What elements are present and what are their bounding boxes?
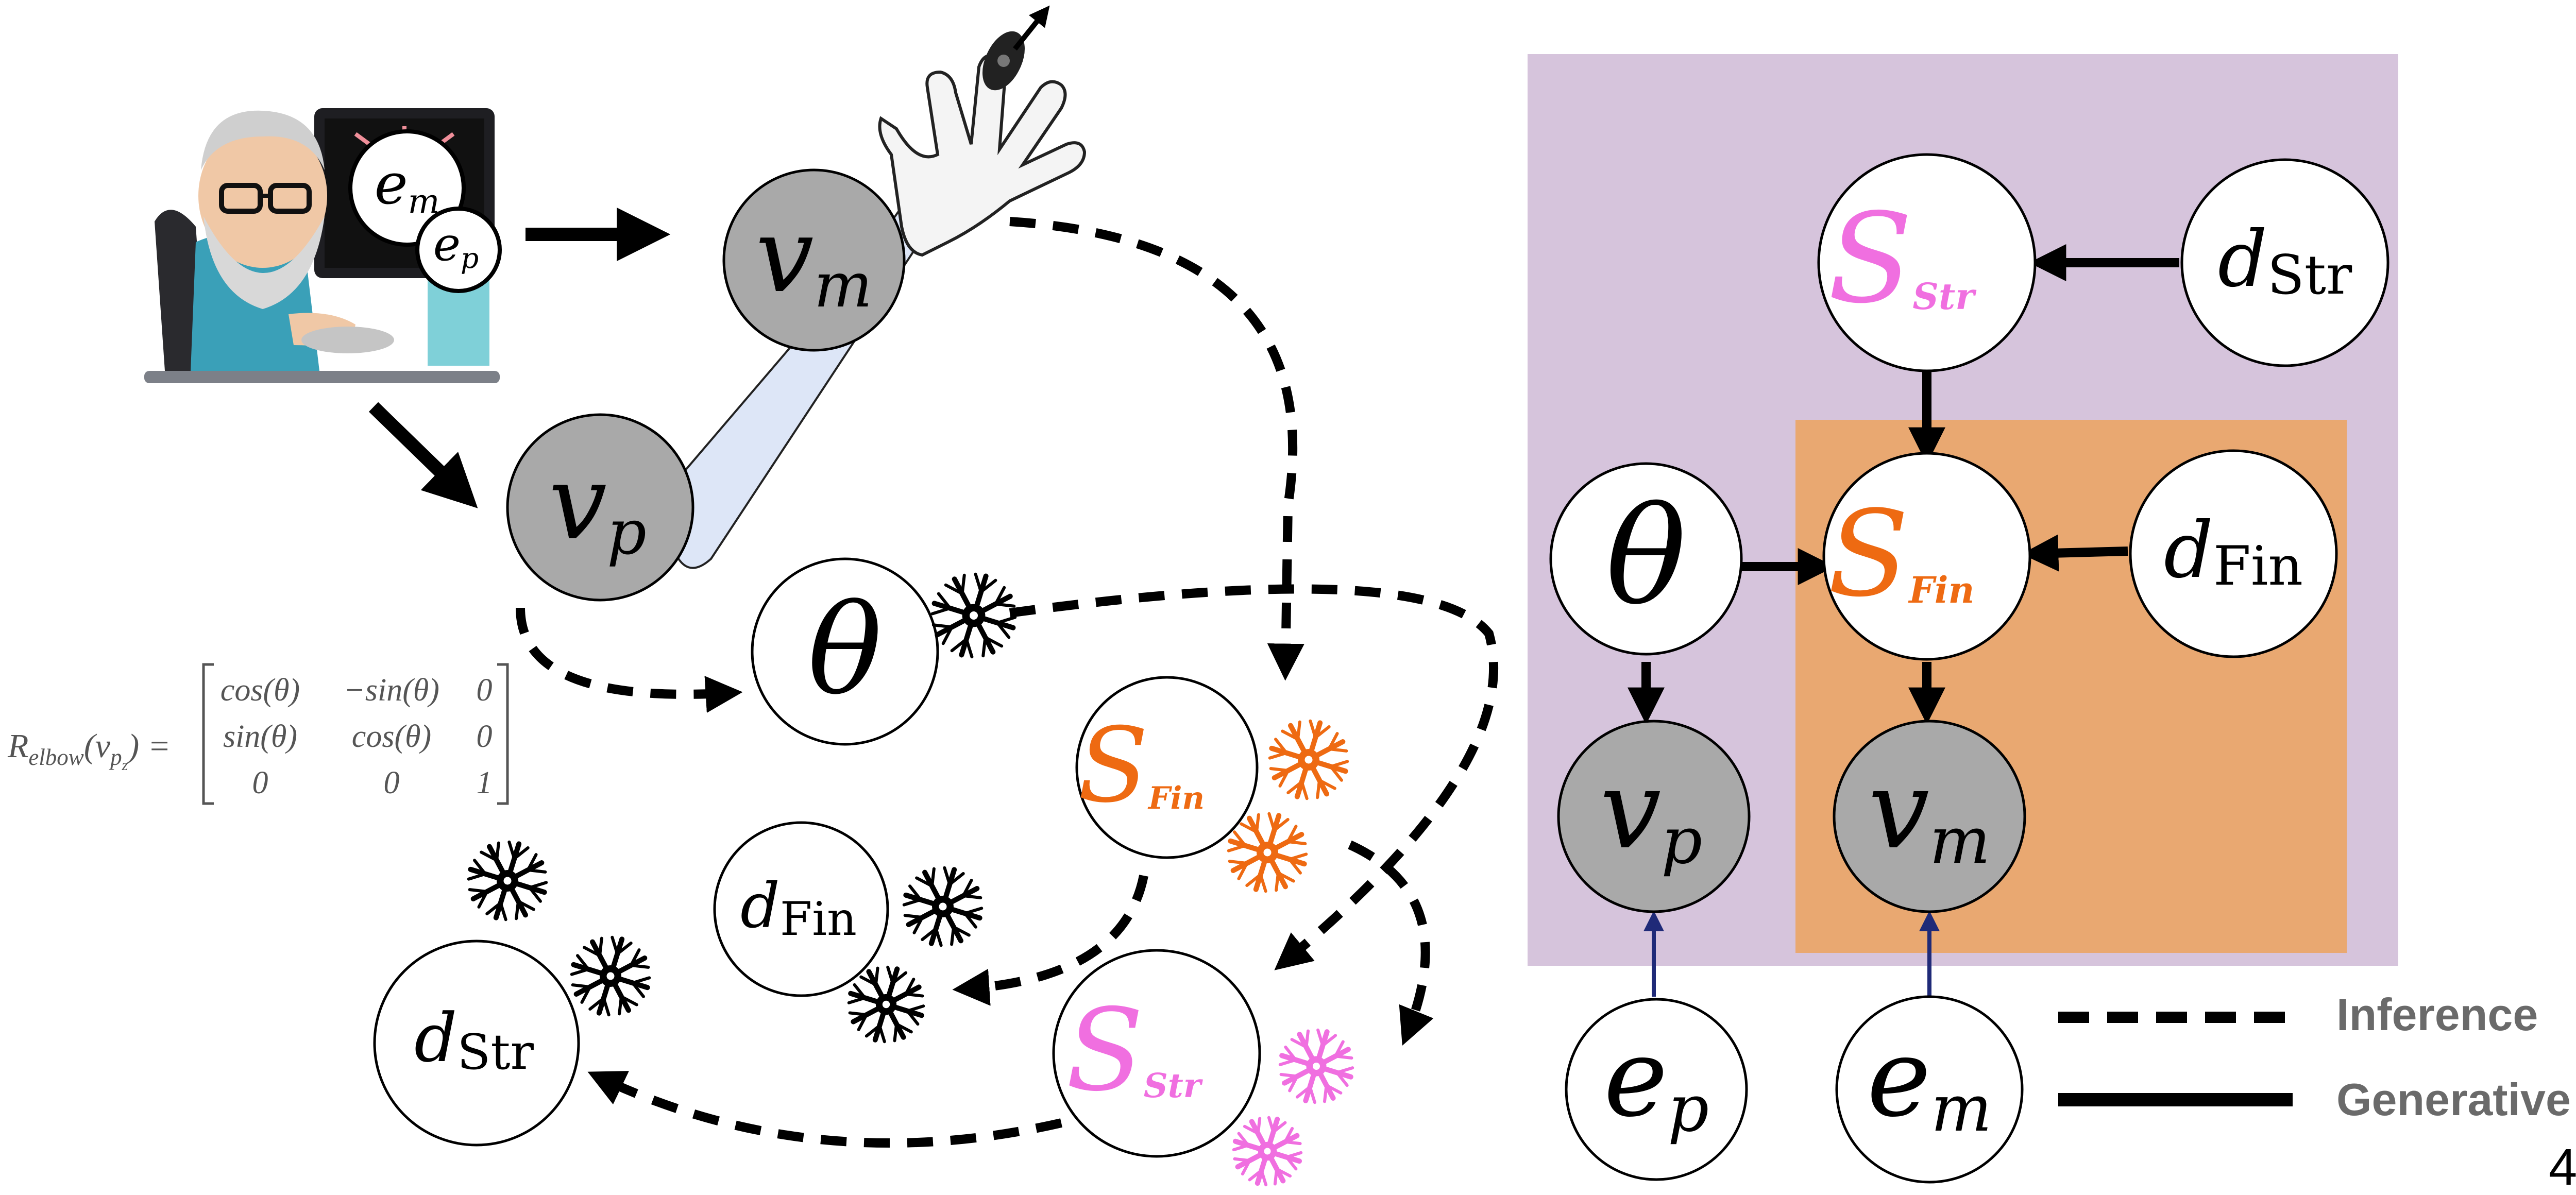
matrix-r1c2: 0 — [477, 719, 493, 754]
node-sfin-right: SFin — [1824, 453, 2030, 659]
node-dstr-left: dStr — [375, 941, 579, 1145]
rotation-matrix: Relbow(vpz) = cos(θ) −sin(θ) 0 sin(θ) co… — [7, 664, 507, 804]
node-vp-right: vp — [1558, 721, 1749, 912]
arrow-scientist-to-vp — [374, 407, 466, 497]
node-dfin-left: dFin — [715, 823, 888, 996]
node-em: em — [1837, 997, 2022, 1182]
node-vm-left: vm — [724, 170, 904, 350]
matrix-r0c2: 0 — [477, 673, 493, 708]
hand-illustration — [880, 27, 1085, 255]
node-dstr-right: dStr — [2182, 160, 2388, 366]
svg-text:θ: θ — [808, 578, 883, 722]
neuron-dfin-1-icon — [904, 868, 981, 945]
neuron-sfin-1-icon — [1270, 721, 1347, 798]
neuron-theta-icon — [933, 574, 1015, 657]
hand-direction-arrow — [1015, 10, 1046, 49]
node-dfin-right: dFin — [2130, 451, 2336, 657]
matrix-r2c1: 0 — [384, 765, 400, 800]
node-sstr-right: SStr — [1819, 155, 2035, 371]
inference-arrow-sstr-to-dstr — [598, 1077, 1061, 1143]
node-vp-left: vp — [507, 415, 693, 600]
neuron-sstr-1-icon — [1280, 1030, 1352, 1102]
node-vm-right: vm — [1834, 721, 2025, 912]
gen-arrow-dfin-to-sfin — [2032, 551, 2128, 554]
legend: Inference Generative — [2058, 989, 2571, 1125]
scientist-illustration: em ep — [144, 108, 500, 383]
legend-generative-label: Generative — [2336, 1074, 2571, 1125]
matrix-r0c1: −sin(θ) — [344, 673, 439, 708]
node-theta-left: θ — [752, 559, 938, 744]
svg-text:θ: θ — [1606, 479, 1687, 635]
matrix-r1c1: cos(θ) — [352, 719, 431, 754]
page-number: 41 — [2549, 1138, 2576, 1195]
inference-arrow-vp-to-theta — [520, 608, 732, 694]
matrix-r2c0: 0 — [252, 765, 268, 800]
neuron-dstr-1-icon — [469, 842, 546, 919]
neuron-sstr-2-icon — [1234, 1118, 1301, 1185]
matrix-r0c0: cos(θ) — [221, 673, 300, 708]
node-theta-right: θ — [1551, 464, 1741, 654]
inference-arrow-sfin-to-sstr — [1350, 845, 1426, 1035]
matrix-r1c0: sin(θ) — [223, 719, 297, 754]
svg-text:Relbow(vpz) =: Relbow(vpz) = — [7, 727, 171, 774]
neuron-sfin-2-icon — [1229, 814, 1306, 891]
matrix-r2c2: 1 — [477, 765, 493, 800]
neuron-dstr-2-icon — [572, 937, 649, 1015]
node-sstr-left: SStr — [1054, 950, 1260, 1156]
node-ep: ep — [1566, 999, 1747, 1180]
node-sfin-left: SFin — [1077, 677, 1257, 858]
neuron-dfin-2-icon — [849, 967, 923, 1042]
legend-inference-label: Inference — [2336, 989, 2538, 1040]
inference-arrow-hand-to-sfin — [1010, 221, 1293, 670]
